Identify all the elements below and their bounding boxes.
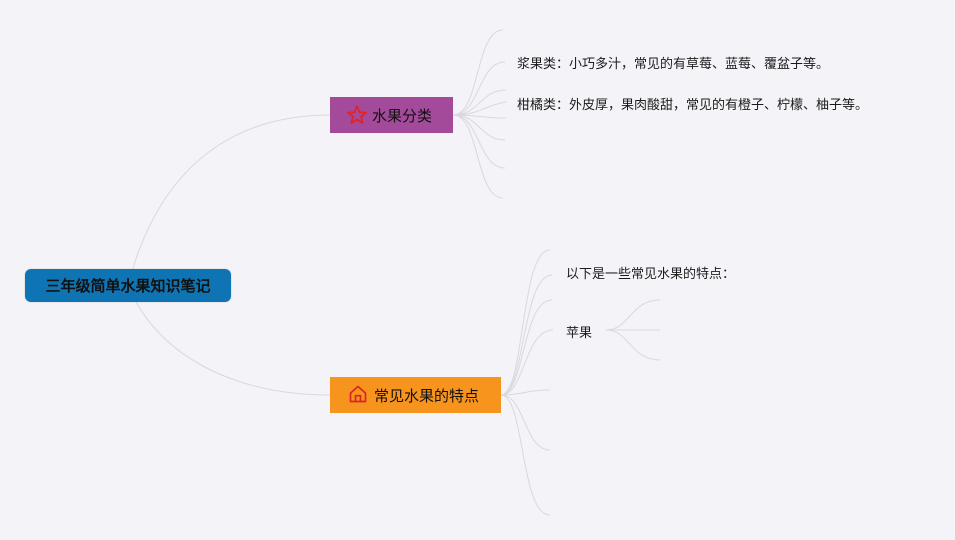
- connector-branch1-leaf: [452, 114, 504, 199]
- connector-branch1-leaf: [452, 29, 504, 116]
- leaf-citrus[interactable]: 柑橘类：外皮厚，果肉酸甜，常见的有橙子、柠檬、柚子等。: [517, 98, 869, 113]
- connector-root-branch2: [127, 285, 331, 396]
- star-icon: [346, 104, 368, 126]
- connector-branch2-leaf: [500, 394, 551, 516]
- connector-apple-leaf: [605, 299, 661, 331]
- branch-label: 常见水果的特点: [374, 386, 480, 405]
- connector-branch2-leaf: [500, 394, 551, 451]
- house-icon: [348, 384, 370, 406]
- root-label: 三年级简单水果知识笔记: [45, 277, 211, 295]
- root-node[interactable]: 三年级简单水果知识笔记: [25, 269, 231, 302]
- connector-branch1-leaf: [452, 114, 506, 141]
- connector-branch1-leaf: [452, 61, 506, 116]
- leaf-apple[interactable]: 苹果: [566, 326, 593, 341]
- branch-fruit-features[interactable]: 常见水果的特点: [330, 377, 501, 413]
- branch-label: 水果分类: [372, 106, 433, 125]
- connector-branch2-leaf: [500, 274, 553, 396]
- connector-branch2-leaf: [500, 389, 551, 396]
- leaf-features-intro[interactable]: 以下是一些常见水果的特点：: [566, 267, 736, 282]
- branch-fruit-categories[interactable]: 水果分类: [330, 97, 453, 133]
- connector-apple-leaf: [605, 329, 661, 361]
- connector-branch1-leaf: [452, 114, 506, 169]
- connector-branch2-leaf: [500, 249, 551, 396]
- connector-branch2-leaf: [500, 329, 554, 396]
- leaf-berries[interactable]: 浆果类：小巧多汁，常见的有草莓、蓝莓、覆盆子等。: [517, 57, 830, 72]
- connector-root-branch1: [127, 114, 331, 287]
- connector-branch2-leaf: [500, 299, 553, 396]
- connector-branch1-leaf: [452, 89, 507, 116]
